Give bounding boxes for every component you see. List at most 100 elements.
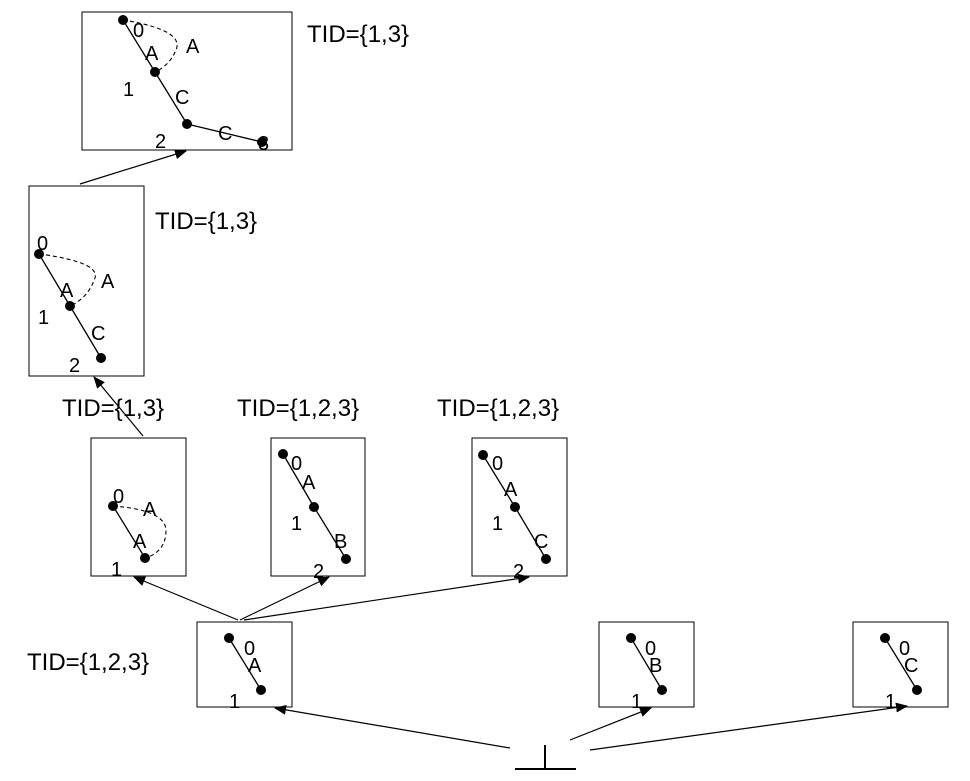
tid-label: TID={1,2,3} (237, 395, 359, 422)
node-label: 1 (229, 691, 240, 713)
back-edge-label: A (101, 271, 115, 293)
arrow (243, 573, 530, 621)
arrow (589, 702, 908, 751)
arrow (569, 707, 652, 741)
pattern-frame (81, 11, 293, 151)
node (34, 249, 44, 259)
pattern-box-level3-ac: 0 1 2 A C (471, 437, 568, 583)
edge-label: B (334, 531, 347, 553)
tid-label: TID={1,3} (155, 208, 257, 235)
edge-label: B (649, 655, 662, 677)
node (257, 137, 267, 147)
tid-label: TID={1,2,3} (437, 395, 559, 422)
node (309, 502, 319, 512)
pattern-box-level5: 0 1 2 3 A C C A (81, 11, 293, 155)
node-label: 0 (899, 638, 910, 660)
pattern-box-level3-ab: 0 1 2 A B (270, 437, 366, 583)
edge-label: C (534, 531, 548, 553)
node (278, 449, 288, 459)
edge (228, 637, 262, 691)
edge-label: A (248, 655, 262, 677)
arrow (93, 376, 144, 437)
node-label: 0 (645, 638, 656, 660)
node-label: 2 (69, 355, 80, 377)
node (150, 67, 160, 77)
pattern-box-level3-aa: 0 1 A A (90, 437, 187, 581)
edge (514, 506, 547, 560)
node-label: 1 (492, 513, 503, 535)
node-label: 3 (258, 133, 269, 155)
arrow (239, 576, 330, 621)
edge-label: A (504, 479, 518, 501)
pattern-box-level2-b: 0 1 B (598, 621, 695, 713)
edge (313, 506, 347, 560)
edge (38, 253, 71, 307)
back-edge (112, 505, 167, 559)
node-label: 1 (291, 513, 302, 535)
node-label: 0 (113, 486, 124, 508)
edge-label: A (60, 280, 74, 302)
pattern-frame (196, 621, 293, 708)
edge (112, 505, 146, 559)
edge-label: A (302, 472, 316, 494)
pattern-frame (852, 621, 949, 708)
node (541, 554, 551, 564)
node-label: 0 (133, 20, 144, 42)
edge-label: C (904, 655, 918, 677)
node (108, 501, 118, 511)
pattern-box-level2-c: 0 1 C (852, 621, 949, 713)
pattern-frame (28, 185, 145, 377)
node (657, 685, 667, 695)
pattern-box-level2-a: 0 1 A (196, 621, 293, 713)
node-label: 0 (291, 453, 302, 475)
edge (186, 123, 263, 143)
node-label: 0 (37, 233, 48, 255)
back-edge-label: A (186, 36, 200, 58)
edge (884, 637, 918, 691)
tid-label: TID={1,3} (307, 21, 409, 48)
edge (482, 454, 516, 508)
node (880, 633, 890, 643)
node (96, 353, 106, 363)
arrow (133, 576, 239, 621)
node-label: 1 (111, 559, 122, 581)
back-edge (122, 19, 178, 73)
node-label: 2 (313, 561, 324, 583)
node-label: 0 (244, 638, 255, 660)
edge-label: C (91, 323, 105, 345)
node (224, 633, 234, 643)
pattern-frame (598, 621, 695, 708)
arrows (79, 149, 908, 751)
pattern-frame (90, 437, 187, 577)
back-edge (38, 253, 96, 307)
node (65, 301, 75, 311)
edge (282, 453, 315, 508)
back-edge-label: A (143, 499, 157, 521)
edge-label: C (175, 87, 189, 109)
bottom-symbol (515, 745, 576, 770)
edge (69, 305, 102, 359)
node-label: 1 (885, 691, 896, 713)
node-label: 1 (631, 691, 642, 713)
arrow (274, 704, 511, 749)
node-label: 1 (123, 79, 134, 101)
node-label: 2 (513, 561, 524, 583)
arrow (79, 149, 187, 185)
node (478, 450, 488, 460)
node-label: 1 (38, 307, 49, 329)
node (912, 685, 922, 695)
node (118, 15, 128, 25)
node (341, 554, 351, 564)
node (626, 633, 636, 643)
edge (154, 71, 188, 125)
edge-label: C (218, 123, 232, 145)
edge-label: A (145, 43, 159, 65)
edge (630, 637, 663, 691)
node (140, 553, 150, 563)
node-label: 0 (492, 453, 503, 475)
tid-label: TID={1,2,3} (27, 649, 149, 676)
edge (122, 19, 156, 73)
pattern-box-level4: 0 1 2 A C A (28, 185, 145, 377)
